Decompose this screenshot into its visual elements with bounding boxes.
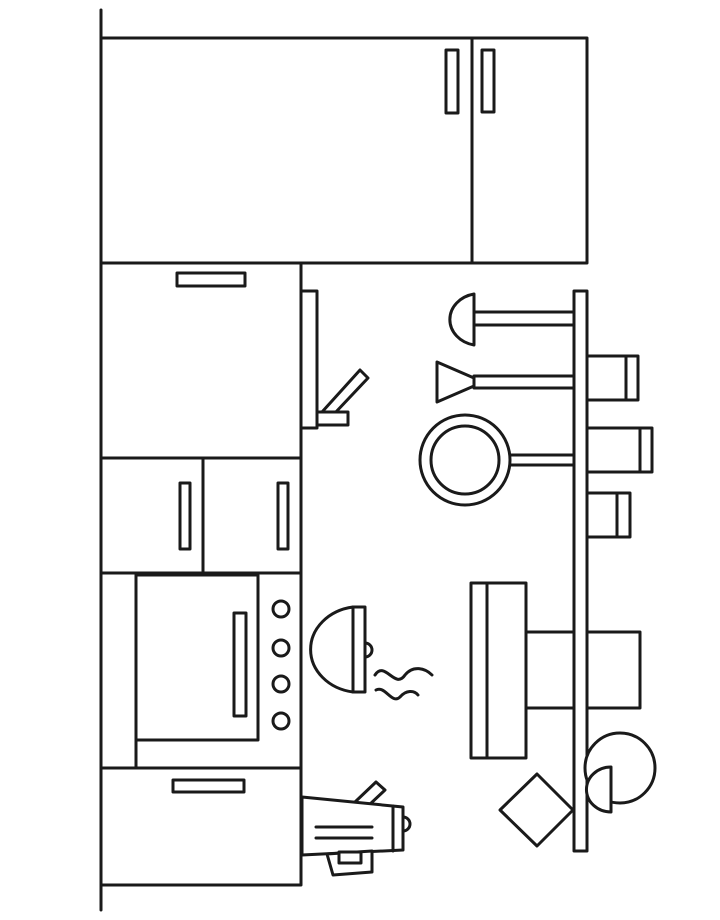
oven — [99, 571, 303, 770]
hand-mixer — [300, 780, 412, 877]
rail — [572, 289, 589, 853]
strainer — [418, 413, 512, 507]
cutting-board — [469, 581, 528, 760]
funnel — [435, 360, 476, 404]
pot — [309, 605, 374, 694]
fridge-handle-left — [444, 48, 460, 115]
bottom-cabinet — [99, 766, 303, 887]
utensil-rail — [418, 289, 589, 853]
stove-knobs — [271, 599, 291, 731]
pan — [524, 630, 576, 710]
box — [585, 630, 642, 710]
bowl — [585, 765, 613, 814]
oven-handle — [232, 611, 248, 718]
ladle — [448, 292, 476, 347]
fridge-handle-right — [480, 48, 496, 114]
diamond-box — [498, 772, 575, 848]
drawer-cabinets — [99, 456, 303, 575]
jars — [585, 354, 654, 539]
upper-cabinet — [99, 261, 303, 460]
steam — [373, 667, 434, 701]
sink-faucet — [299, 289, 370, 430]
refrigerator — [99, 36, 589, 265]
